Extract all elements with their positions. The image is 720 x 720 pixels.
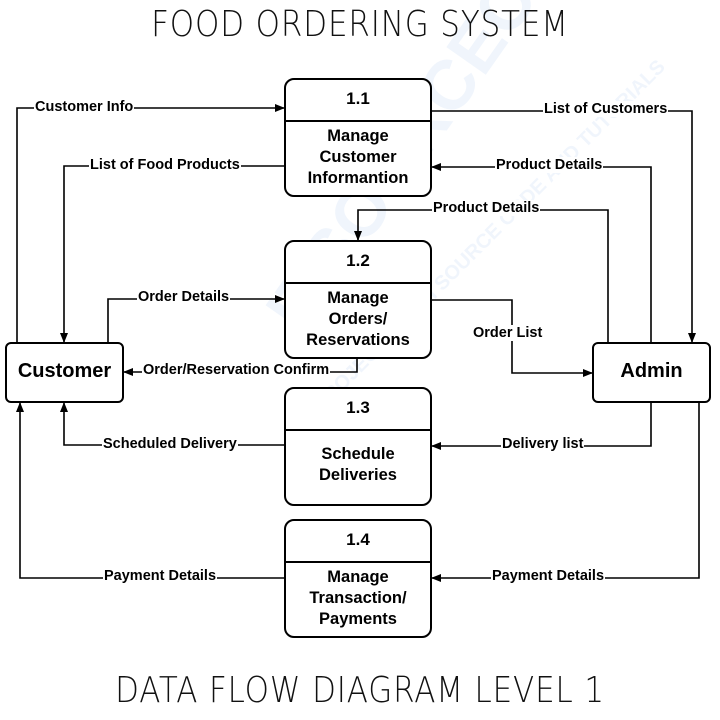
process-id: 1.1 [346,89,370,108]
flow-label-scheduled-delivery: Scheduled Delivery [102,436,238,452]
entity-admin[interactable]: Admin [592,342,711,403]
process-name-line: Manage [327,127,389,145]
flow-label-customer-info: Customer Info [34,99,135,115]
process-name-line: Informantion [307,169,409,187]
flow-label-product-details-1: Product Details [495,157,604,173]
diagram-subtitle: DATA FLOW DIAGRAM LEVEL 1 [115,670,605,711]
flow-list-customers [431,110,696,343]
flow-label-payment-details-customer: Payment Details [103,568,218,584]
flow-label-delivery-list: Delivery list [501,436,585,452]
flow-payment-details-admin [431,402,700,582]
flow-label-order-list: Order List [472,325,544,341]
process-1-1[interactable]: 1.1 Manage Customer Informantion [284,78,432,197]
flow-payment-details-customer [16,402,284,579]
flow-label-product-details-2: Product Details [432,200,541,216]
flow-order-details [107,295,285,343]
process-name-line: Transaction/ [309,589,407,607]
process-name-line: Deliveries [319,466,397,484]
flow-label-list-customers: List of Customers [543,101,669,117]
flow-customer-info [16,104,285,343]
process-divider [286,561,430,563]
process-name: Manage Customer Informantion [286,126,430,189]
process-name-line: Manage [327,568,389,586]
flow-label-order-confirm: Order/Reservation Confirm [142,362,331,378]
flow-label-order-details: Order Details [137,289,231,305]
entity-customer[interactable]: Customer [5,342,124,403]
process-name-line: Schedule [321,445,395,463]
process-divider [286,120,430,122]
process-name-line: Manage [327,289,389,307]
entity-customer-label: Customer [17,360,112,382]
process-divider [286,282,430,284]
process-id: 1.2 [346,251,370,270]
process-name: Manage Transaction/ Payments [286,567,430,630]
entity-admin-label: Admin [620,360,683,382]
diagram-title: FOOD ORDERING SYSTEM [151,4,569,45]
process-1-3[interactable]: 1.3 Schedule Deliveries [284,387,432,506]
process-divider [286,429,430,431]
flow-list-food-products [60,165,284,343]
process-name-line: Customer [319,148,397,166]
process-name: Schedule Deliveries [286,444,430,486]
process-id: 1.4 [346,530,370,549]
process-name-line: Payments [319,610,397,628]
process-1-2[interactable]: 1.2 Manage Orders/ Reservations [284,240,432,359]
process-name: Manage Orders/ Reservations [286,288,430,351]
flow-label-payment-details-admin: Payment Details [491,568,606,584]
process-id: 1.3 [346,398,370,417]
process-name-line: Reservations [306,331,410,349]
flow-product-details-1 [431,163,652,343]
process-name-line: Orders/ [328,310,388,328]
flow-label-list-food-products: List of Food Products [89,157,241,173]
process-1-4[interactable]: 1.4 Manage Transaction/ Payments [284,519,432,638]
